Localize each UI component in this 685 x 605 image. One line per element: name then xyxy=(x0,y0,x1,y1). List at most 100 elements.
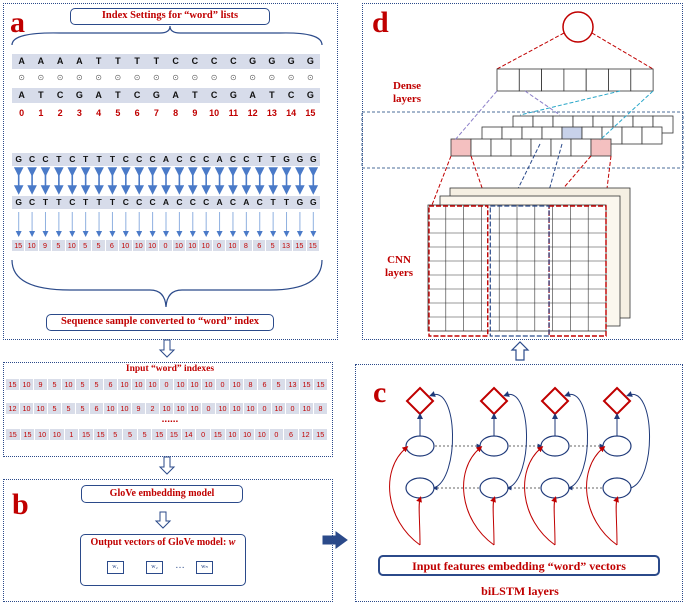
index-cell: ⊙ xyxy=(95,73,102,82)
word-index-cell: 5 xyxy=(79,240,93,251)
word-index-cell: 10 xyxy=(230,379,244,390)
word-index-cell: 5 xyxy=(76,403,90,414)
connection-line xyxy=(548,155,592,206)
dense-cell xyxy=(510,138,532,157)
input-indexes-title: Input “word” indexes xyxy=(125,364,215,374)
bilstm-network xyxy=(389,386,650,546)
index-cell: G xyxy=(152,90,160,100)
dense-layer-top xyxy=(496,68,654,92)
index-cell: T xyxy=(115,56,121,66)
word-index-cell: 15 xyxy=(94,429,109,440)
connection-line xyxy=(431,155,452,206)
index-row: ⊙⊙⊙⊙⊙⊙⊙⊙⊙⊙⊙⊙⊙⊙⊙⊙ xyxy=(12,72,320,84)
index-cell: C xyxy=(56,90,64,100)
panel-c-letter: c xyxy=(373,376,387,409)
sequence-base: T xyxy=(283,197,290,207)
sequence-base: C xyxy=(189,197,196,207)
word-index-cell: 6 xyxy=(284,429,299,440)
word-index-cell: 5 xyxy=(76,379,90,390)
flow-arrow-a-to-input xyxy=(158,339,176,358)
sequence-base: C xyxy=(69,154,76,164)
index-cell: 10 xyxy=(209,108,220,118)
bilstm-label: biLSTM layers xyxy=(481,584,559,598)
word-index-cell: 8 xyxy=(240,240,254,251)
word-index-cell: 8 xyxy=(314,403,328,414)
dense-layer-stack xyxy=(431,115,674,206)
index-cell: T xyxy=(269,90,275,100)
index-cell: 2 xyxy=(57,108,63,118)
sequence-base: C xyxy=(149,197,156,207)
word-index-cell: 10 xyxy=(62,379,76,390)
connection-line xyxy=(544,143,563,206)
index-cell: 13 xyxy=(266,108,277,118)
word-index-cell: 10 xyxy=(272,403,286,414)
index-cell: A xyxy=(37,56,45,66)
index-cell: ⊙ xyxy=(133,73,141,82)
sequence-base: A xyxy=(216,197,223,207)
cnn-label-line1: CNN xyxy=(387,254,411,266)
word-index-cell: 9 xyxy=(132,403,146,414)
word-index-cell: 10 xyxy=(118,379,132,390)
sequence-base: T xyxy=(42,197,49,207)
dense-cell xyxy=(518,68,542,92)
panel-c xyxy=(355,364,683,602)
index-cell: G xyxy=(306,90,314,100)
word-index-cell: 10 xyxy=(240,429,255,440)
sequence-base: C xyxy=(203,197,210,207)
word-index-cell: 5 xyxy=(48,379,62,390)
sequence-base: G xyxy=(309,154,317,164)
word-index-cell: 10 xyxy=(35,429,50,440)
index-cell: G xyxy=(249,56,257,66)
vector-w1: w₁ xyxy=(107,561,124,574)
word-index-cell: 5 xyxy=(90,379,104,390)
word-index-cell: 15 xyxy=(211,429,226,440)
output-diamond xyxy=(405,386,435,416)
word-index-cell: 10 xyxy=(133,240,146,251)
index-cell: T xyxy=(134,56,140,66)
word-index-cell: 15 xyxy=(314,379,328,390)
bottom-brace xyxy=(11,259,323,308)
word-index-cell: 0 xyxy=(202,403,216,414)
backward-to-output xyxy=(429,391,453,489)
index-cell: C xyxy=(172,56,179,66)
sequence-base: T xyxy=(257,154,263,164)
word-index-cell: 10 xyxy=(174,403,188,414)
index-cell: 14 xyxy=(286,108,297,118)
sequence-base: T xyxy=(270,197,276,207)
sequence-base: C xyxy=(176,197,183,207)
word-index-cell: 6 xyxy=(104,379,118,390)
word-index-cell: 10 xyxy=(186,240,200,251)
index-cell: A xyxy=(18,90,25,100)
sequence-base: A xyxy=(243,197,250,207)
index-cell: 1 xyxy=(38,108,44,118)
lstm-backward-cell xyxy=(540,477,570,499)
index-cell: T xyxy=(153,56,160,66)
sequence-base: C xyxy=(122,154,129,164)
word-index-cell: 10 xyxy=(160,403,174,414)
sequence-base: C xyxy=(243,154,250,164)
input-arrow xyxy=(416,496,422,546)
index-cell: ⊙ xyxy=(114,73,122,82)
index-cell: A xyxy=(18,56,25,66)
backward-to-output xyxy=(626,391,650,489)
sequence-base: C xyxy=(29,197,36,207)
dense-cell xyxy=(585,68,609,92)
sequence-base: G xyxy=(15,197,22,207)
word-index-cell: 10 xyxy=(199,240,213,251)
index-cell: ⊙ xyxy=(18,73,25,82)
word-index-cell: 9 xyxy=(39,240,53,251)
word-index-cell: 12 xyxy=(299,429,314,440)
lstm-forward-cell xyxy=(405,435,435,457)
word-index-cell: 5 xyxy=(123,429,138,440)
word-index-cell: 10 xyxy=(188,403,202,414)
flow-arrow-b-to-c xyxy=(322,531,348,549)
cnn-feature-map xyxy=(427,187,631,337)
word-index-cell: 5 xyxy=(266,240,280,251)
index-cell: 6 xyxy=(134,108,140,118)
word-index-cell: 10 xyxy=(119,240,133,251)
